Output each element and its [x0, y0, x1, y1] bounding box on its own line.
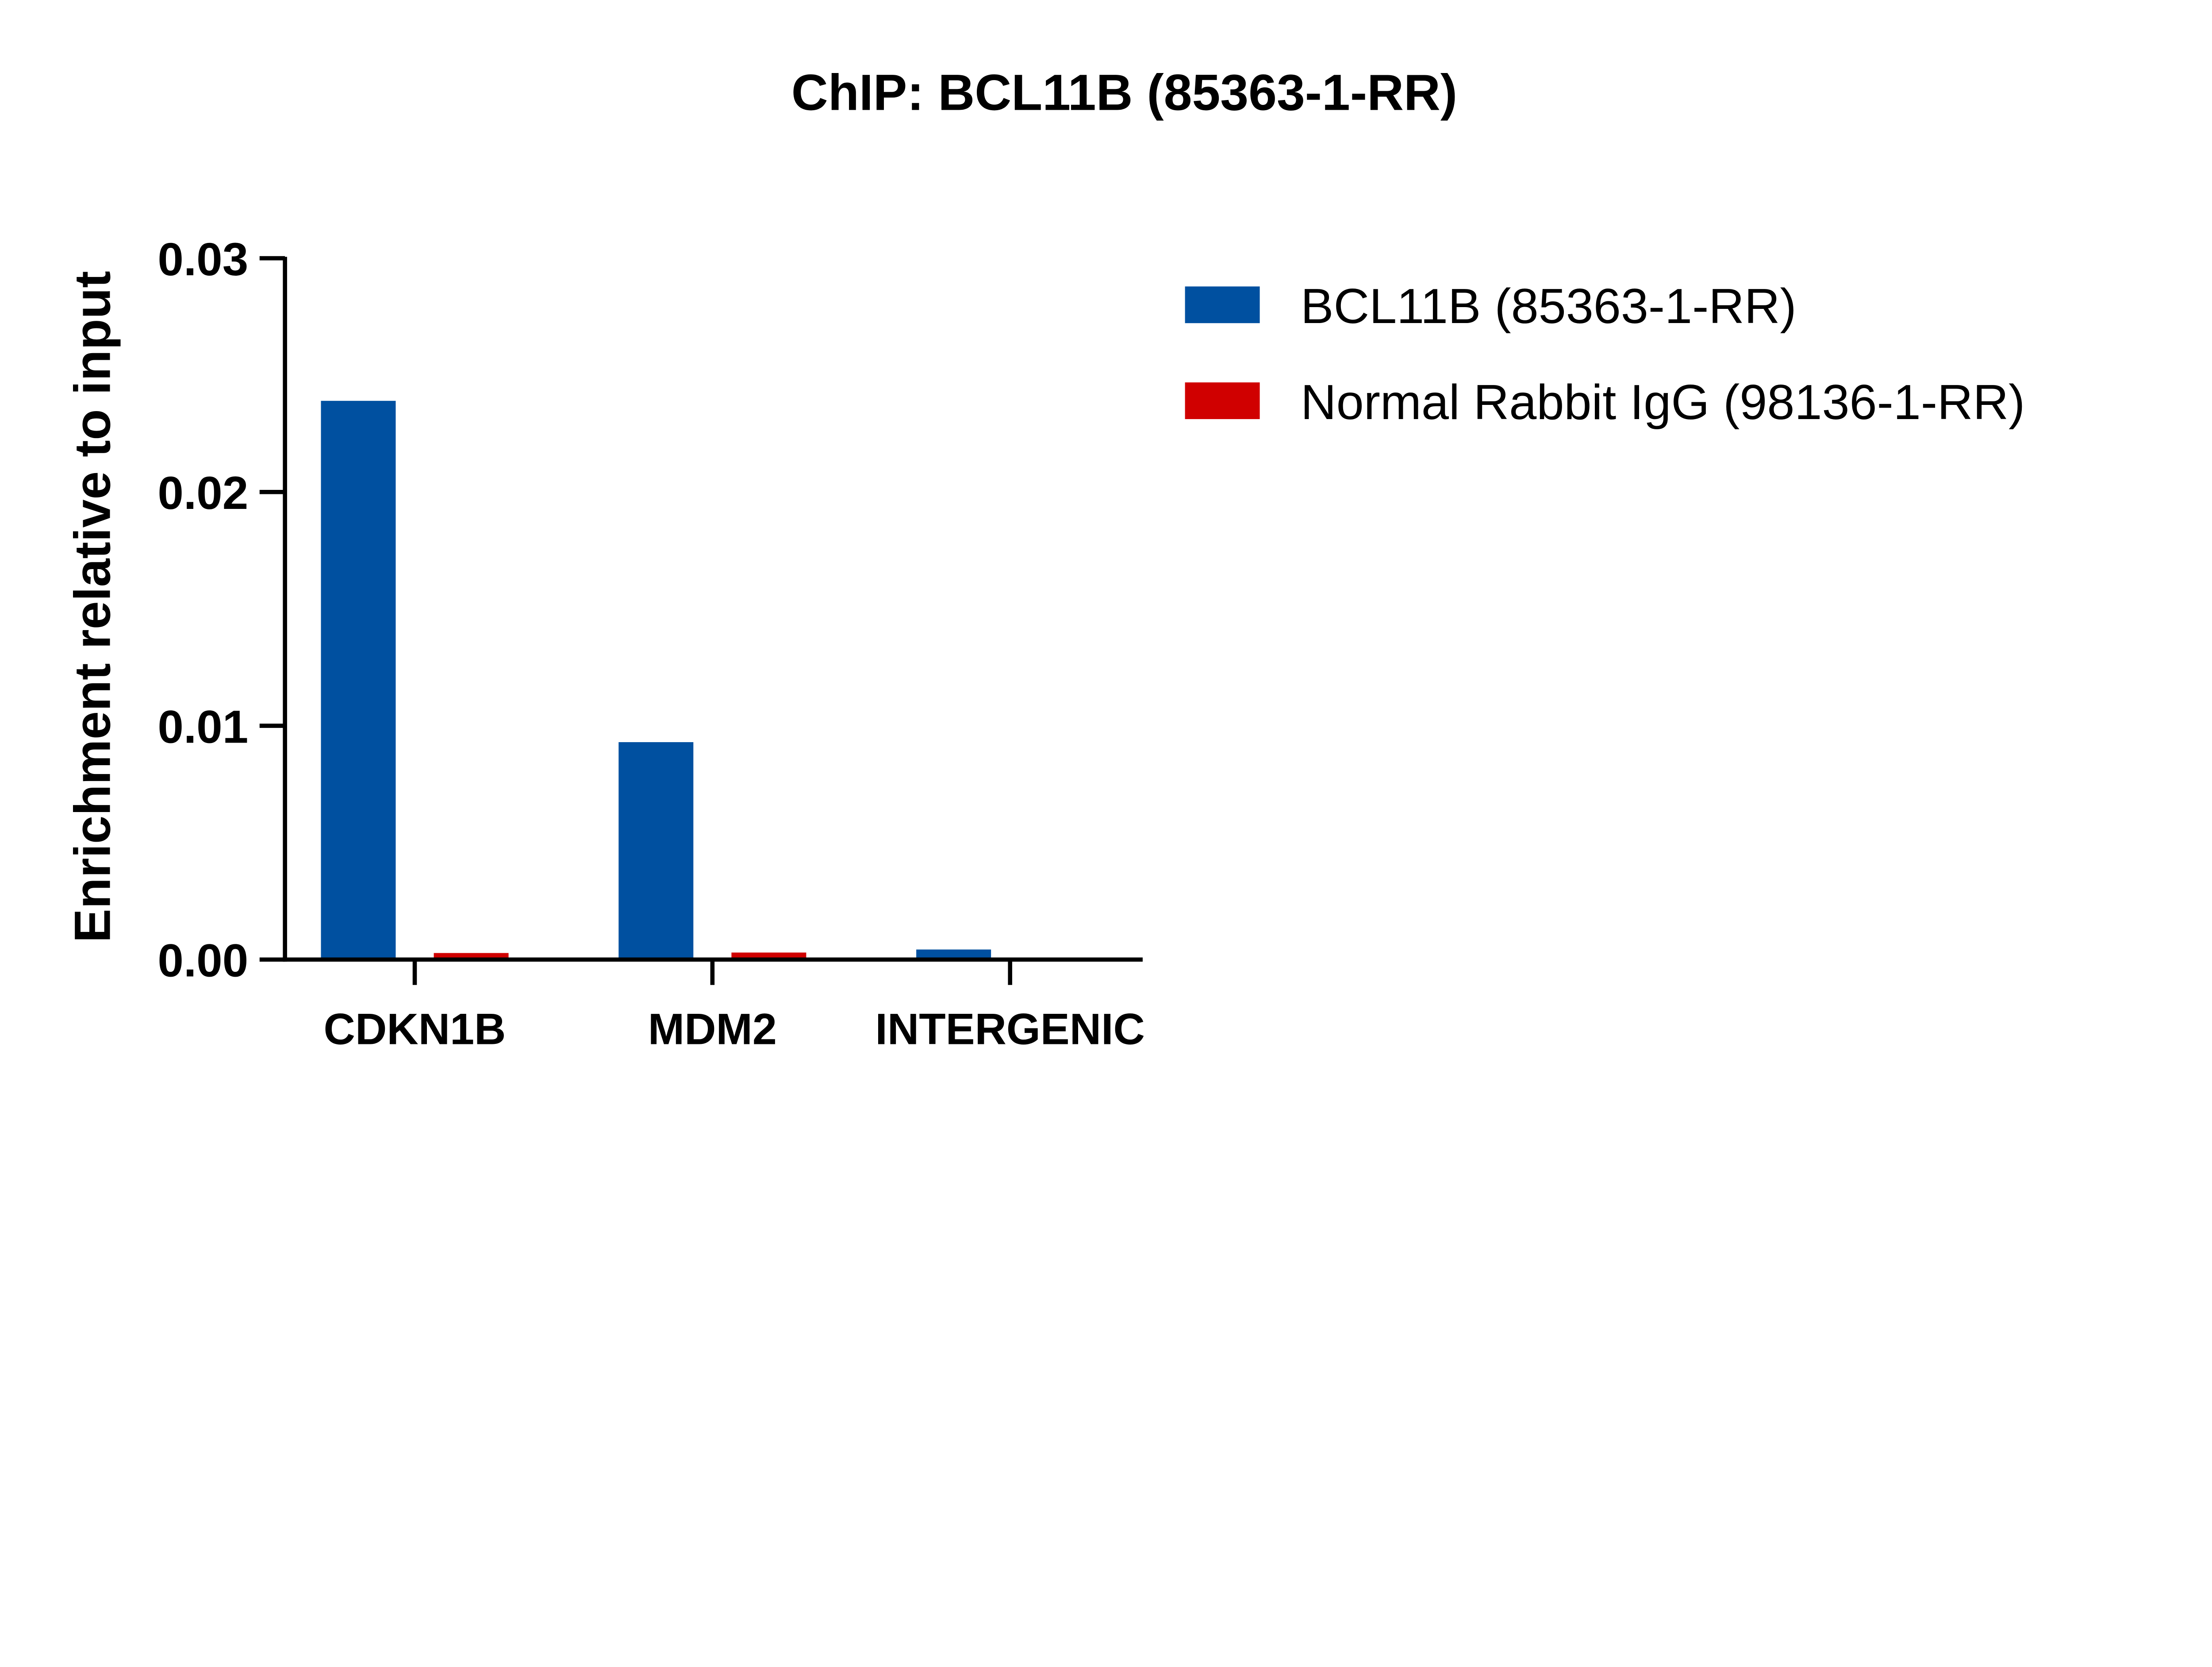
bar-intergenic-series-0: [916, 949, 991, 960]
bars-group: [321, 400, 991, 960]
y-tick-label: 0.01: [157, 701, 248, 753]
legend-label-0: BCL11B (85363-1-RR): [1301, 278, 1797, 334]
y-axis-label: Enrichment relative to input: [65, 271, 121, 943]
legend-label-1: Normal Rabbit IgG (98136-1-RR): [1301, 374, 2025, 430]
x-tick-label: CDKN1B: [324, 1005, 506, 1054]
y-tick-label: 0.00: [157, 935, 248, 987]
legend-swatch-0: [1185, 286, 1260, 323]
chart-title: ChIP: BCL11B (85363-1-RR): [791, 65, 1457, 121]
y-tick-label: 0.02: [157, 467, 248, 519]
y-tick-label: 0.03: [157, 234, 248, 285]
bar-cdkn1b-series-0: [321, 400, 396, 960]
legend: BCL11B (85363-1-RR) Normal Rabbit IgG (98…: [1185, 278, 2025, 430]
x-tick-label: MDM2: [648, 1005, 777, 1054]
chart: ChIP: BCL11B (85363-1-RR) Enrichment rel…: [65, 65, 2025, 1054]
legend-swatch-1: [1185, 382, 1260, 420]
bar-mdm2-series-0: [618, 742, 694, 960]
x-tick-label: INTERGENIC: [875, 1005, 1145, 1054]
